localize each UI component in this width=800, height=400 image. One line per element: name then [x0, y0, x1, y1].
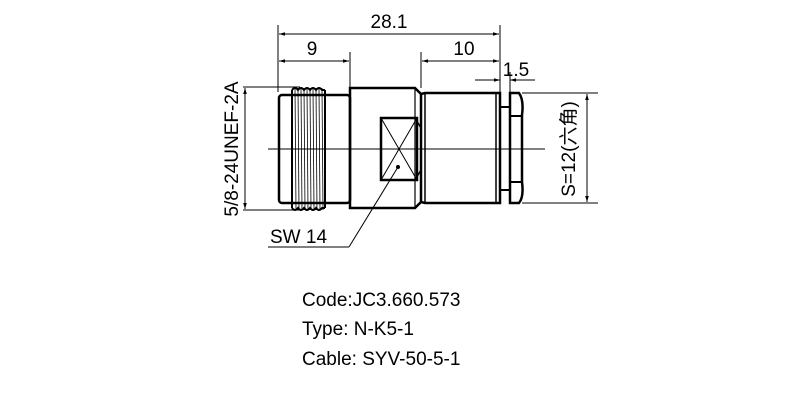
spec-cable: Cable: SYV-50-5-1: [302, 349, 461, 370]
hex-middle-body: [348, 86, 423, 210]
dimension-overall-length: 28.1: [279, 12, 499, 36]
wrench-size-leader: SW 14: [268, 165, 400, 248]
spec-type: Type: N-K5-1: [302, 319, 414, 340]
extension-lines: [243, 25, 598, 211]
svg-text:S=12(六角): S=12(六角): [558, 101, 580, 197]
dimension-thread-spec: 5/8-24UNEF-2A: [222, 81, 247, 217]
rear-body: [420, 91, 502, 205]
svg-text:1.5: 1.5: [503, 60, 529, 81]
dimension-hex-across-flats: S=12(六角): [558, 94, 589, 202]
dimension-rear-length: 10: [422, 39, 499, 63]
dimension-thread-length: 9: [279, 39, 349, 63]
dimension-nut-thickness: 1.5: [475, 60, 535, 82]
svg-text:28.1: 28.1: [371, 12, 408, 33]
svg-text:5/8-24UNEF-2A: 5/8-24UNEF-2A: [222, 81, 243, 216]
svg-text:9: 9: [307, 39, 318, 60]
svg-text:10: 10: [453, 39, 474, 60]
spec-code: Code:JC3.660.573: [302, 290, 461, 311]
svg-text:SW 14: SW 14: [270, 227, 327, 248]
neck: [500, 106, 510, 191]
hex-nut: [508, 91, 524, 205]
